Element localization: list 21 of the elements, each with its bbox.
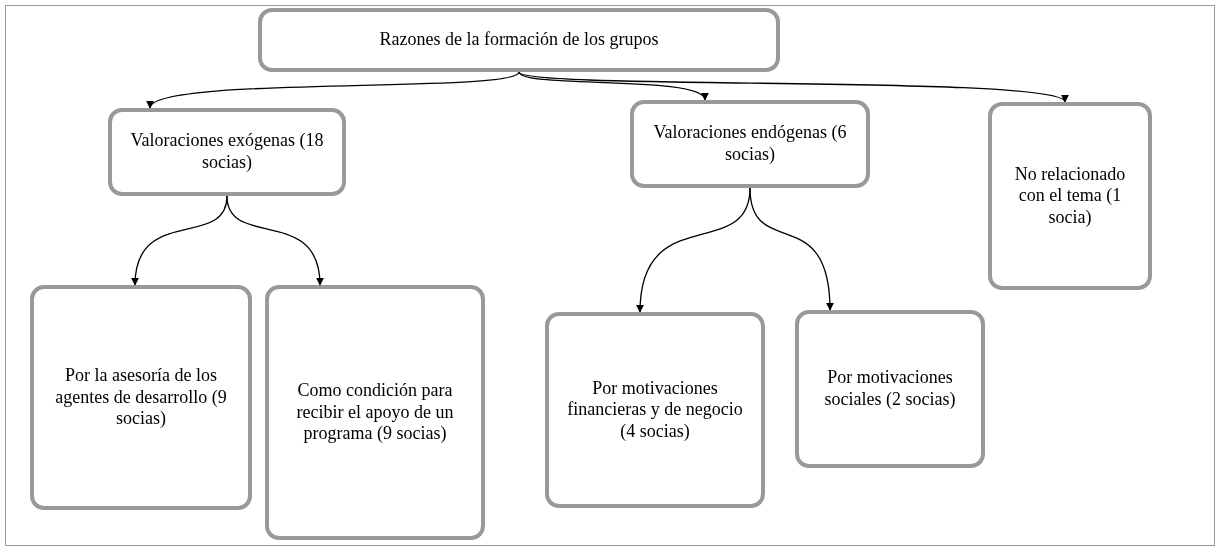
rounded-box [988, 102, 1152, 290]
rounded-box [545, 312, 765, 508]
box-text: Por motivaciones sociales (2 socias) [823, 367, 957, 411]
curved-arrow [149, 71, 520, 109]
box-text: Por la asesoría de los agentes de desarrollo (9 socias) [54, 365, 228, 430]
box-text: Valoraciones exógenas (18 socias) [129, 130, 325, 174]
rounded-box [30, 285, 252, 510]
box-text: Como condición para recibir el apoyo de un programa (9 socias) [295, 380, 455, 445]
curved-arrow [226, 195, 324, 286]
box-text: No relacionado con el tema (1 socia) [1013, 163, 1127, 229]
rounded-box [108, 108, 346, 196]
curved-arrow [749, 187, 834, 311]
box-text: Razones de la formación de los grupos [379, 29, 659, 51]
curved-arrow [518, 71, 1066, 103]
box-text: Por motivaciones financieras y de negocio (4 socias) [566, 377, 744, 443]
rounded-box [258, 8, 780, 72]
rounded-box [795, 310, 985, 468]
curved-arrow [518, 71, 706, 101]
rounded-box [265, 285, 485, 540]
box-text: Valoraciones endógenas (6 socias) [652, 122, 848, 166]
rounded-box [630, 100, 870, 188]
